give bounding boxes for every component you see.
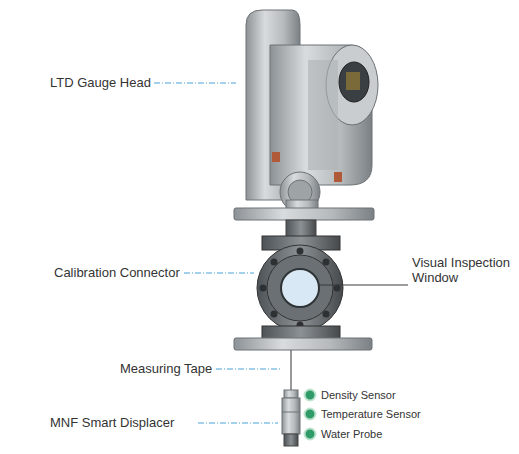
part-label: LTD Gauge Head <box>48 75 153 90</box>
part-label: Visual Inspection Window <box>410 255 514 285</box>
part-label: Calibration Connector <box>52 265 182 280</box>
top-flange <box>234 208 374 220</box>
sensor-label: Water Probe <box>319 428 384 441</box>
leader-line <box>318 285 408 286</box>
bullet-icons <box>305 390 316 440</box>
sensor-label: Density Sensor <box>319 389 398 402</box>
calibration-connector <box>234 236 372 350</box>
inspection-window <box>281 269 319 307</box>
sensor-label: Temperature Sensor <box>319 408 423 421</box>
displacer <box>282 390 300 446</box>
part-label: Measuring Tape <box>118 361 214 376</box>
part-label: MNF Smart Displacer <box>48 415 176 430</box>
measuring-tape <box>290 350 291 392</box>
gauge-head <box>246 10 378 212</box>
